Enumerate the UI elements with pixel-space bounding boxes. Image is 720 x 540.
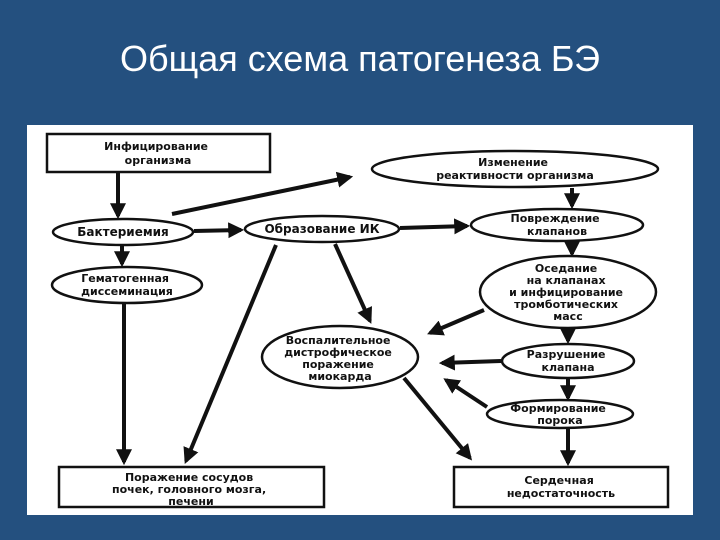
arrow-myocardium-to-heart-failure (402, 376, 473, 461)
arrow-immune-complex-to-valve-damage (399, 218, 471, 235)
thrombotic-label: Оседание на клапанах и инфицирование тро… (509, 262, 627, 323)
vessels-label: Поражение сосудов почек, головного мозга… (112, 471, 270, 508)
myocardium-label: Воспалительное дистрофическое поражение … (284, 334, 395, 383)
reactivity-label: Изменение реактивности организма (436, 156, 594, 182)
arrow-defect-to-myocardium (443, 378, 489, 409)
valve-damage-label: Повреждение клапанов (511, 212, 604, 238)
valve-destruction-label: Разрушение клапана (527, 348, 610, 374)
slide-title: Общая схема патогенеза БЭ (119, 38, 601, 79)
valve-damage-ellipse (469, 207, 645, 243)
arrow-bacteremia-to-reactivity (171, 171, 354, 216)
infection-label: Инфицирование организма (104, 140, 212, 167)
immune-complex-label: Образование ИК (264, 222, 379, 236)
arrow-immune-complex-to-vessels (183, 244, 278, 464)
arrow-immune-complex-to-myocardium (333, 243, 372, 324)
bacteremia-label: Бактериемия (77, 225, 169, 239)
defect-label: Формирование порока (510, 402, 609, 427)
arrow-bacteremia-to-immune-complex (193, 222, 245, 239)
myocardium-ellipse (260, 324, 420, 390)
dissemination-label: Гематогенная диссеминация (81, 272, 173, 298)
infection-box (45, 132, 272, 174)
vessels-box (57, 465, 326, 509)
reactivity-ellipse (370, 149, 660, 189)
heart-failure-label: Сердечная недостаточность (507, 474, 615, 500)
heart-failure-box (452, 465, 670, 509)
arrow-valve-destruction-to-myocardium (438, 354, 502, 371)
immune-complex-ellipse (243, 214, 401, 244)
arrow-thrombotic-to-myocardium (427, 308, 485, 336)
